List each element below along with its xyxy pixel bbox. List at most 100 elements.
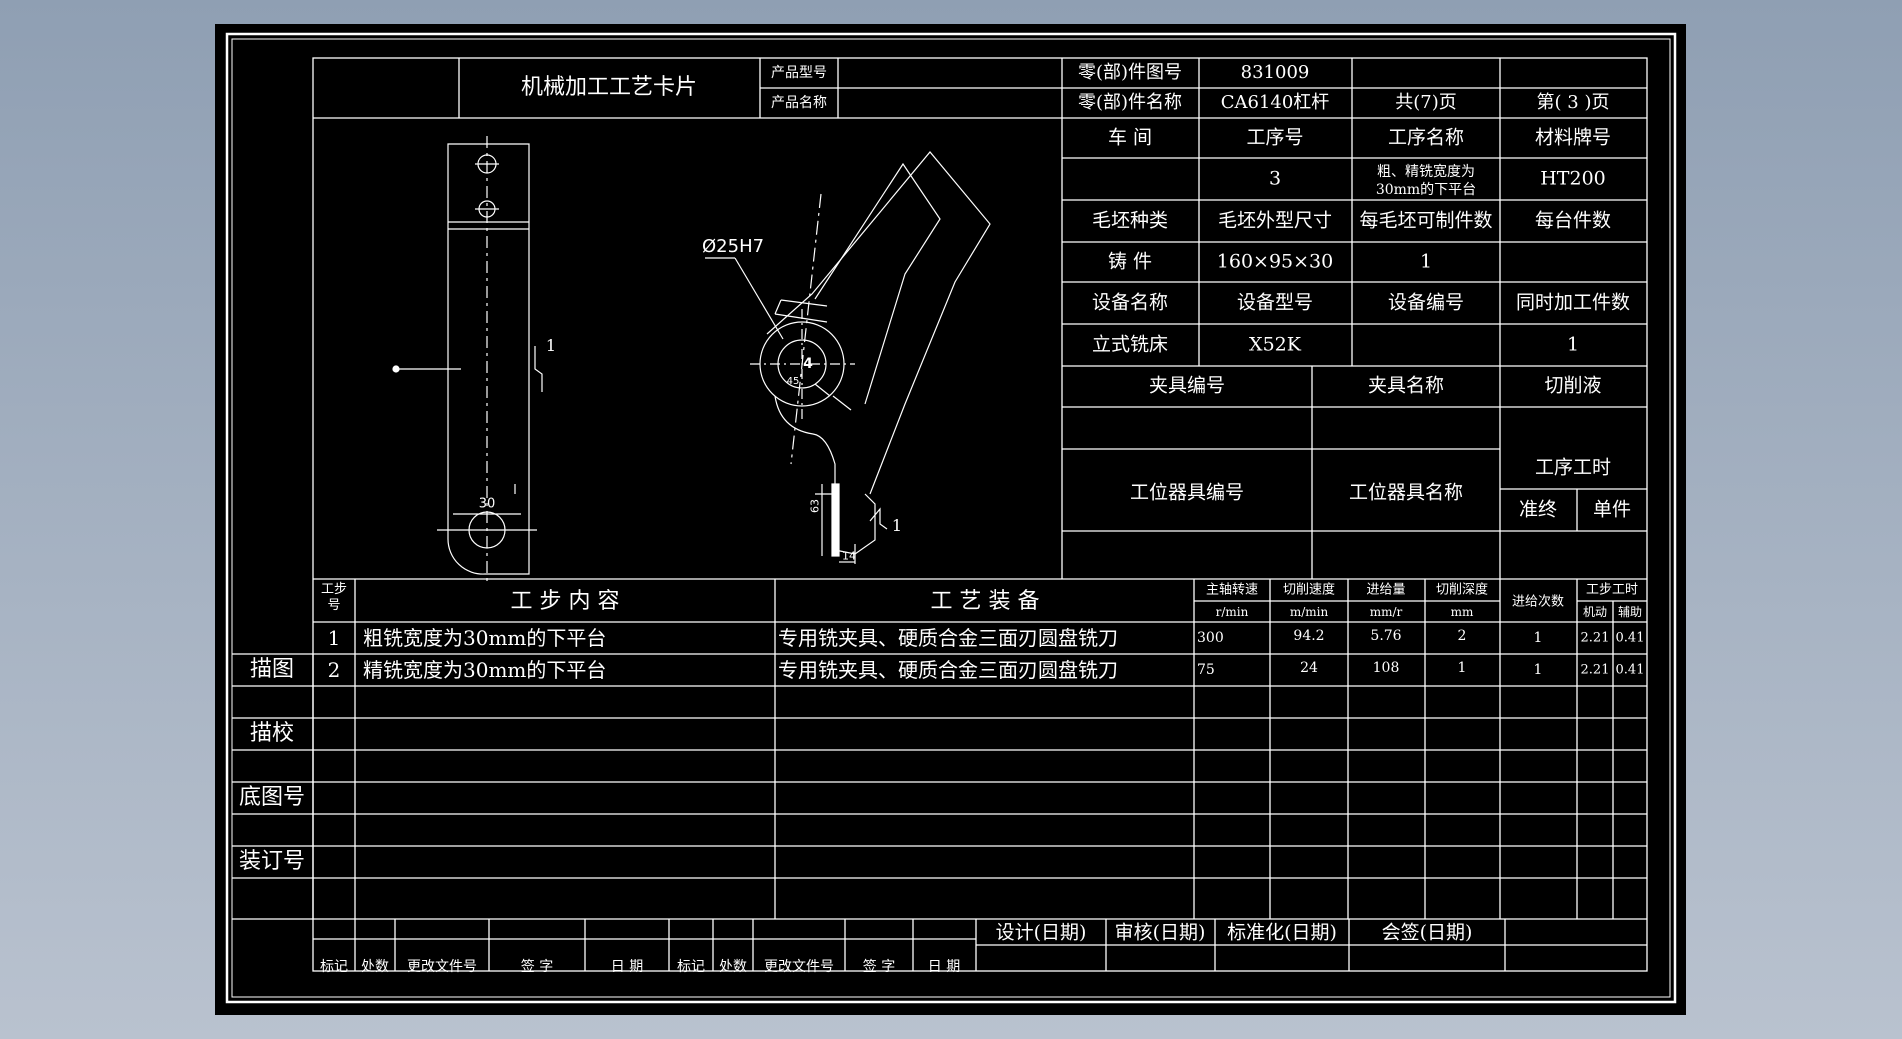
table-row-1-feed: 5.76 [1370, 628, 1402, 644]
card-title: 机械加工工艺卡片 [520, 75, 698, 100]
pieces-per-blank-label: 每毛坯可制件数 [1359, 209, 1493, 232]
drawing-sheet: 机械加工工艺卡片 产品型号 产品名称 零(部)件图号 831009 零(部)件名… [215, 24, 1686, 1015]
footer-count-2: 处数 [719, 959, 747, 975]
table-row-1-no: 1 [327, 626, 341, 650]
material-label: 材料牌号 [1534, 126, 1612, 149]
roughness-mark-2: 1 [891, 516, 903, 535]
side-view [392, 136, 543, 584]
product-model-label: 产品型号 [771, 65, 827, 81]
step-time-header: 工步工时 [1585, 582, 1639, 598]
equipment-name-label: 设备名称 [1091, 291, 1169, 314]
feed-unit: mm/r [1369, 605, 1403, 619]
station-tool-no-label: 工位器具编号 [1129, 481, 1245, 504]
page-number: 第( 3 )页 [1536, 92, 1610, 113]
process-no: 3 [1268, 167, 1282, 190]
step-content-header: 工 步 内 容 [510, 589, 620, 614]
simultaneous: 1 [1566, 333, 1580, 356]
table-row-2-passes: 1 [1533, 662, 1543, 678]
side-label-trace: 描图 [249, 657, 295, 682]
footer-change-doc-1: 更改文件号 [407, 959, 477, 975]
footer-sign-1: 签 字 [520, 959, 554, 975]
process-equipment-header: 工 艺 装 备 [930, 589, 1040, 614]
table-row-2-spindle: 75 [1197, 662, 1215, 678]
equipment-no-label: 设备编号 [1387, 291, 1465, 314]
dim-14: 14 [842, 549, 856, 563]
step-no-header: 工步号 [320, 582, 347, 613]
aux-time-header: 辅助 [1617, 605, 1643, 619]
pieces-per-blank: 1 [1419, 250, 1433, 273]
table-row-1-speed: 94.2 [1293, 628, 1325, 644]
blank-size: 160×95×30 [1216, 250, 1334, 273]
process-name: 粗、精铣宽度为30mm的下平台 [1375, 164, 1477, 198]
total-pages: 共(7)页 [1395, 92, 1457, 113]
dim-30: 30 [478, 496, 496, 512]
table-row-1-equipment: 专用铣夹具、硬质合金三面刃圆盘铣刀 [778, 626, 1118, 650]
table-grid [225, 32, 1677, 1004]
speed-unit: m/min [1289, 605, 1329, 619]
diameter-label: Ø25H7 [702, 236, 765, 257]
footer-countersign: 会签(日期) [1381, 921, 1473, 944]
workshop-label: 车 间 [1107, 126, 1153, 149]
equipment-model-label: 设备型号 [1236, 291, 1314, 314]
footer-mark-1: 标记 [320, 959, 348, 975]
part-name-label: 零(部)件名称 [1077, 92, 1183, 113]
blank-size-label: 毛坯外型尺寸 [1217, 209, 1333, 232]
speed-header: 切削速度 [1282, 582, 1336, 598]
table-row-2-no: 2 [327, 658, 341, 682]
table-row-1-depth: 2 [1457, 628, 1467, 644]
product-name-label: 产品名称 [771, 95, 827, 111]
depth-unit: mm [1450, 605, 1474, 619]
process-name-label: 工序名称 [1387, 126, 1465, 149]
table-row-1-passes: 1 [1533, 630, 1543, 646]
simultaneous-label: 同时加工件数 [1515, 291, 1631, 314]
footer-date-2: 日 期 [927, 959, 961, 975]
prep-time-label: 准终 [1518, 498, 1558, 521]
blank-type-label: 毛坯种类 [1091, 209, 1169, 232]
footer-change-doc-2: 更改文件号 [764, 959, 834, 975]
table-row-1-spindle: 300 [1197, 630, 1224, 646]
footer-sign-2: 签 字 [862, 959, 896, 975]
table-row-1-machine: 2.21 [1580, 630, 1610, 646]
footer-mark-2: 标记 [677, 959, 705, 975]
front-view [705, 151, 991, 564]
equipment-model: X52K [1249, 333, 1301, 356]
table-row-2-aux: 0.41 [1615, 662, 1645, 678]
side-label-binding-no: 装订号 [238, 849, 306, 874]
coolant-label: 切削液 [1544, 374, 1602, 397]
table-row-2-feed: 108 [1372, 660, 1400, 676]
dim-4: 4 [803, 356, 813, 372]
footer-date-1: 日 期 [610, 959, 644, 975]
table-row-1-aux: 0.41 [1615, 630, 1645, 646]
passes-header: 进给次数 [1511, 594, 1565, 610]
side-label-base-no: 底图号 [238, 785, 306, 810]
table-row-2-machine: 2.21 [1580, 662, 1610, 678]
spindle-unit: r/min [1215, 605, 1249, 619]
footer-review: 审核(日期) [1114, 921, 1206, 944]
process-time-label: 工序工时 [1534, 456, 1612, 479]
process-no-label: 工序号 [1246, 126, 1304, 149]
side-label-check: 描校 [249, 721, 295, 746]
material: HT200 [1540, 167, 1606, 190]
depth-header: 切削深度 [1435, 582, 1489, 598]
table-row-2-content: 精铣宽度为30mm的下平台 [363, 658, 607, 682]
equipment-name: 立式铣床 [1091, 333, 1169, 356]
part-drawing-no: 831009 [1240, 62, 1310, 83]
footer-design: 设计(日期) [995, 921, 1087, 944]
part-drawing [392, 136, 991, 584]
part-name: CA6140杠杆 [1220, 92, 1330, 113]
machine-time-header: 机动 [1582, 605, 1608, 619]
pieces-per-unit-label: 每台件数 [1534, 209, 1612, 232]
footer-count-1: 处数 [361, 959, 389, 975]
unit-time-label: 单件 [1592, 498, 1632, 521]
table-row-1-content: 粗铣宽度为30mm的下平台 [363, 626, 607, 650]
station-tool-name-label: 工位器具名称 [1348, 481, 1464, 504]
table-row-2-depth: 1 [1457, 660, 1467, 676]
table-row-2-equipment: 专用铣夹具、硬质合金三面刃圆盘铣刀 [778, 658, 1118, 682]
dim-45: 45 [786, 376, 800, 387]
roughness-mark-1: 1 [545, 336, 557, 355]
fixture-no-label: 夹具编号 [1148, 374, 1226, 397]
fixture-name-label: 夹具名称 [1367, 374, 1445, 397]
part-drawing-no-label: 零(部)件图号 [1077, 62, 1183, 83]
footer-standard: 标准化(日期) [1227, 921, 1337, 944]
spindle-header: 主轴转速 [1205, 582, 1259, 598]
